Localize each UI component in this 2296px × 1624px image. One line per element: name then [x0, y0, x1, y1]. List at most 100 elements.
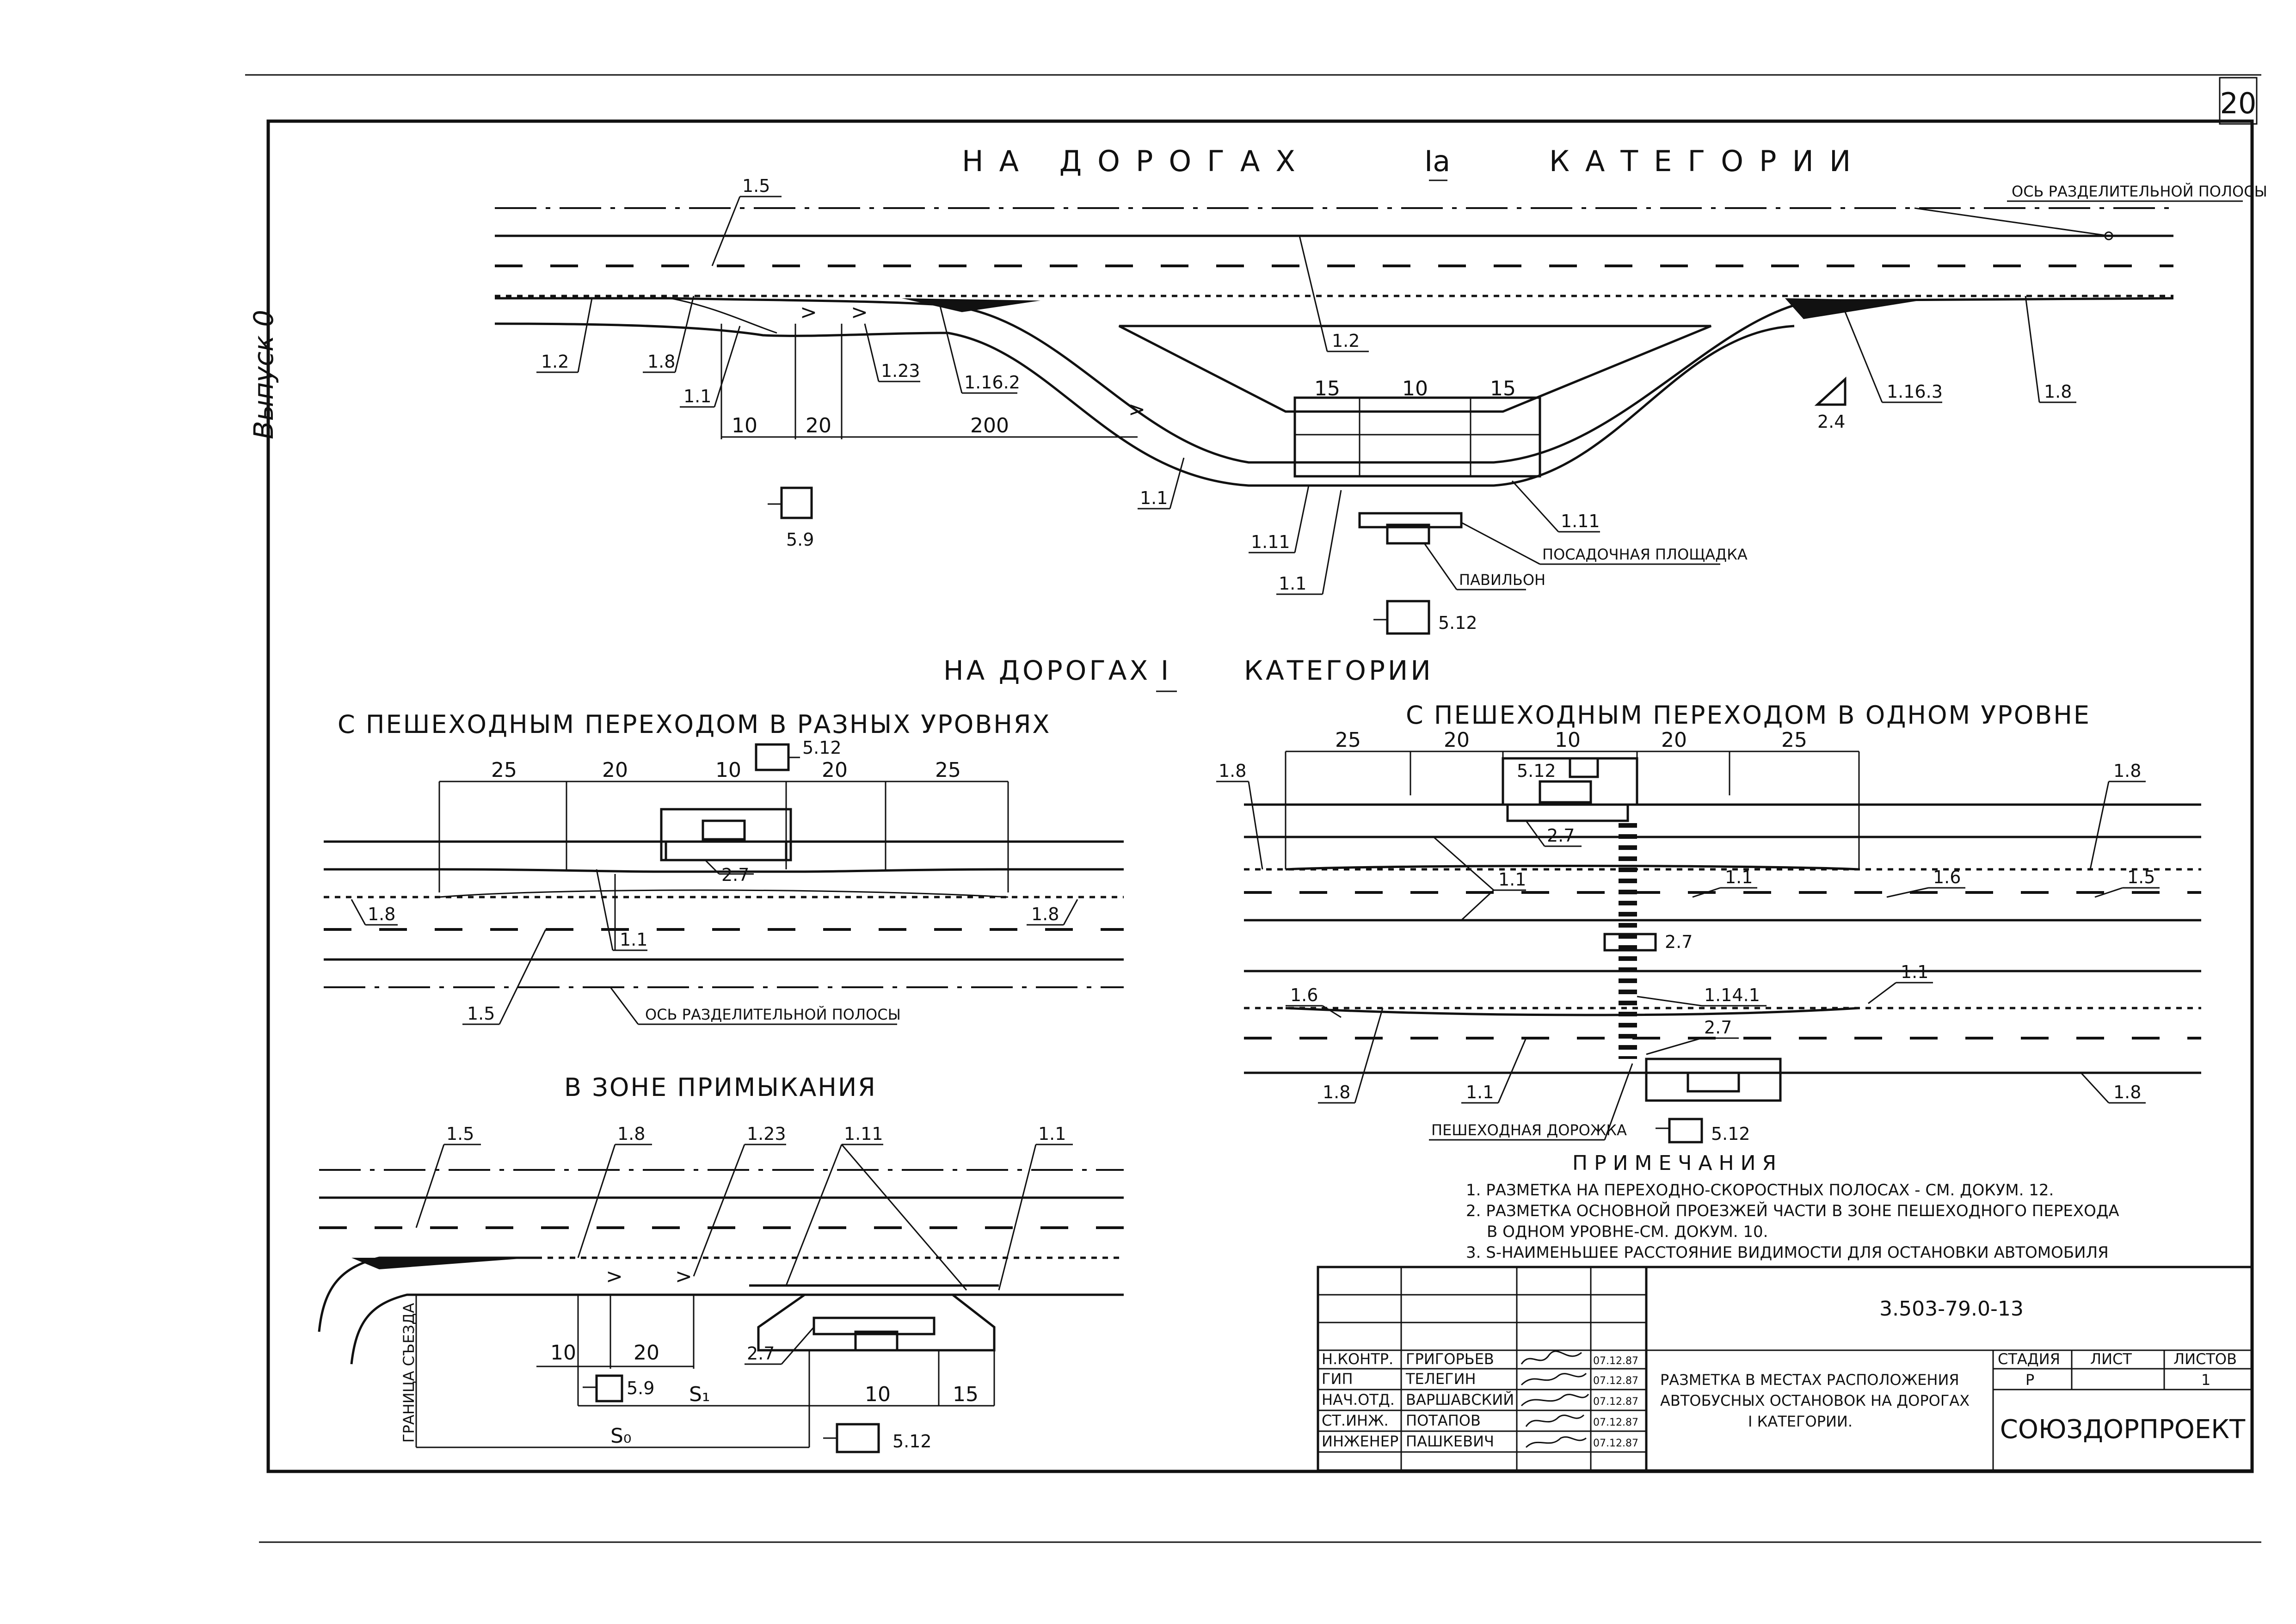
- junction-dim-15: 15: [953, 1383, 979, 1406]
- mid-title-part-2: I: [1161, 655, 1171, 686]
- bay-edge-outer: [495, 297, 2174, 464]
- top-title-part-2: Iа: [1424, 144, 1450, 178]
- left-pavilion: [702, 819, 746, 841]
- right-label-1-6a: 1.6: [1933, 867, 1961, 887]
- right-label-1-8a: 1.8: [1219, 761, 1246, 781]
- tb-name-5: ПАШКЕВИЧ: [1406, 1433, 1494, 1450]
- right-bay-edge-bottom: [1285, 1007, 1859, 1016]
- lead-l18a: [674, 295, 695, 373]
- tb-role-1: Н.КОНТР.: [1322, 1350, 1393, 1368]
- right-platform-top-inner: [1506, 803, 1629, 822]
- dim-p10: 10: [1402, 377, 1428, 400]
- r-lead-18a: [1248, 781, 1263, 870]
- right-title: С ПЕШЕХОДНЫМ ПЕРЕХОДОМ В ОДНОМ УРОВНЕ: [1406, 701, 2091, 730]
- bay-edge-mid: [494, 322, 1795, 487]
- label-1-8b: 1.8: [2044, 381, 2072, 402]
- title-block: 3.503-79.0-13 Н.КОНТР. ГРИГОРЬЕВ 07.12.8…: [1317, 1266, 2253, 1472]
- axis-end-circle: [2104, 231, 2113, 240]
- side-label: Выпуск 0: [248, 310, 279, 439]
- tb-date-5: 07.12.87: [1593, 1438, 1638, 1449]
- junction-sign-5-12-label: 5.12: [893, 1431, 932, 1452]
- r-lead-18b: [2089, 781, 2110, 870]
- label-1-23: 1.23: [881, 361, 920, 381]
- junction-platform: [813, 1316, 936, 1335]
- r-lead-11b: [1692, 887, 1721, 898]
- right-label-2-7a: 2.7: [1547, 825, 1575, 846]
- j-lead-11: [998, 1144, 1037, 1291]
- left-label-1-1: 1.1: [620, 929, 647, 950]
- r-lead-11a: [1433, 836, 1494, 891]
- label-1-11b: 1.11: [1561, 511, 1600, 531]
- doc-code: 3.503-79.0-13: [1879, 1297, 2024, 1321]
- left-section: С ПЕШЕХОДНЫМ ПЕРЕХОДОМ В РАЗНЫХ УРОВНЯХ …: [324, 710, 1124, 1025]
- lead-l11c: [1322, 490, 1342, 595]
- sheet-number-box: [2219, 77, 2258, 125]
- right-dim-5: 25: [1781, 728, 1807, 752]
- left-dim-2: 20: [602, 758, 628, 782]
- j-lead-111a: [785, 1144, 843, 1286]
- drawing-frame: [266, 119, 2254, 1473]
- platform-outline: [1293, 396, 1541, 478]
- tb-description-2: АВТОБУСНЫХ ОСТАНОВОК НА ДОРОГАХ: [1660, 1392, 1970, 1409]
- arrow-mark-1: >: [800, 301, 817, 324]
- j-lead-18: [577, 1144, 616, 1258]
- junction-label-2-7: 2.7: [747, 1343, 775, 1364]
- left-lead-18a: [351, 899, 366, 925]
- left-axis-label: ОСЬ РАЗДЕЛИТЕЛЬНОЙ ПОЛОСЫ: [645, 1006, 901, 1023]
- arrow-mark-2: >: [851, 301, 868, 324]
- mid-title: НА ДОРОГАХ I КАТЕГОРИИ: [943, 655, 1431, 692]
- left-dim-1: 25: [491, 758, 517, 782]
- note-2: 2. РАЗМЕТКА ОСНОВНОЙ ПРОЕЗЖЕЙ ЧАСТИ В ЗО…: [1466, 1201, 2119, 1220]
- r-lead-11c: [1868, 982, 1896, 1004]
- dim-10: 10: [732, 414, 757, 437]
- bay-taper: [670, 297, 777, 334]
- junction-dim-10b: 10: [865, 1383, 891, 1406]
- top-title-part-1: НА ДОРОГАХ: [962, 144, 1311, 178]
- right-label-1-14-1: 1.14.1: [1704, 985, 1760, 1005]
- junction-pavilion: [854, 1330, 899, 1352]
- label-1-2b: 1.2: [1332, 331, 1360, 351]
- right-section: С ПЕШЕХОДНЫМ ПЕРЕХОДОМ В ОДНОМ УРОВНЕ 25…: [1216, 701, 2201, 1144]
- tb-role-2: ГИП: [1322, 1370, 1353, 1388]
- junction-curve-inner: [350, 1293, 1124, 1365]
- lead-l11b: [1169, 457, 1185, 509]
- right-label-1-8c: 1.8: [1323, 1082, 1350, 1102]
- junction-boundary-label: ГРАНИЦА СЪЕЗДА: [400, 1303, 418, 1443]
- signature-1: [1520, 1350, 1582, 1365]
- junction-label-1-8: 1.8: [617, 1124, 645, 1144]
- right-sign-5-12b-label: 5.12: [1711, 1124, 1750, 1144]
- label-1-2a: 1.2: [541, 351, 569, 372]
- dim-200: 200: [970, 414, 1009, 437]
- tb-stage: Р: [2025, 1371, 2034, 1389]
- signature-4: [1525, 1414, 1585, 1427]
- label-1-1b: 1.1: [1140, 488, 1168, 508]
- junction-label-1-1: 1.1: [1038, 1124, 1066, 1144]
- dim-p15b: 15: [1490, 377, 1516, 400]
- lead-l12a: [577, 298, 593, 373]
- label-1-8a: 1.8: [647, 351, 675, 372]
- mid-title-part-1: НА ДОРОГАХ: [943, 655, 1151, 686]
- junction-wedge: [351, 1258, 532, 1269]
- lead-l11a: [714, 326, 741, 407]
- r-lead-27a: [1525, 820, 1545, 847]
- right-dim-4: 20: [1661, 728, 1687, 752]
- lead-platform: [1461, 522, 1540, 565]
- tb-name-3: ВАРШАВСКИЙ: [1406, 1391, 1514, 1409]
- signature-5: [1525, 1436, 1587, 1448]
- sign-2-4-icon: [1814, 376, 1847, 406]
- lead-l18b: [2025, 295, 2040, 403]
- tb-description-1: РАЗМЕТКА В МЕСТАХ РАСПОЛОЖЕНИЯ: [1660, 1371, 1959, 1389]
- right-label-1-8d: 1.8: [2113, 1082, 2141, 1102]
- sign-2-4-label: 2.4: [1817, 412, 1845, 432]
- sign-5-12-label: 5.12: [1438, 613, 1477, 633]
- r-lead-16b: [1322, 1005, 1342, 1018]
- left-bay-taper: [439, 889, 1009, 898]
- r-lead-18c: [1354, 1008, 1384, 1103]
- note-1: 1. РАЗМЕТКА НА ПЕРЕХОДНО-СКОРОСТНЫХ ПОЛО…: [1466, 1181, 2054, 1200]
- junction-arrow-2: >: [675, 1265, 692, 1288]
- left-label-1-8b: 1.8: [1031, 904, 1059, 924]
- left-lead-18b: [1063, 899, 1078, 925]
- left-dim-4: 20: [822, 758, 848, 782]
- left-sign-5-12-icon: [755, 743, 790, 771]
- right-pavilion-top: [1539, 780, 1592, 804]
